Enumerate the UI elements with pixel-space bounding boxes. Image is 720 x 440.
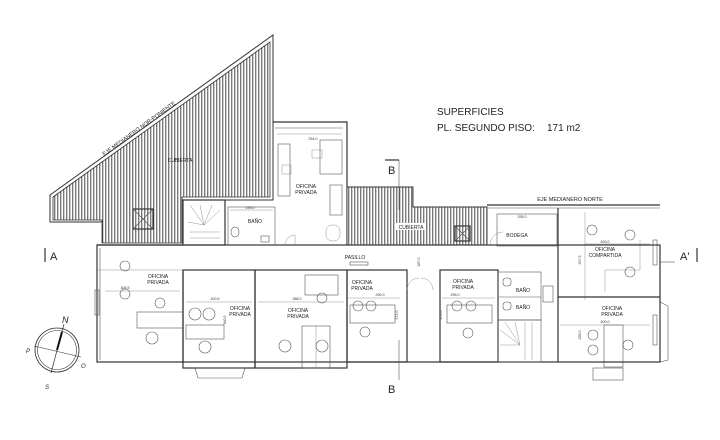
main-building: PASILLO 387.0 305.5 OFICINA PRIVADA 300.…	[94, 244, 661, 379]
toilet-icon	[502, 301, 512, 311]
dimension: 372.0	[395, 311, 399, 320]
dimension: 295.0	[518, 215, 527, 219]
compass-east: O	[81, 364, 86, 370]
dimension: 290.0	[376, 293, 385, 297]
room-label: OFICINA	[296, 184, 317, 190]
room-label: PRIVADA	[601, 312, 623, 318]
room-label: PASILLO	[345, 255, 366, 261]
upper-office-block: 254.0 OFICINA PRIVADA 195.0 BAÑO	[227, 121, 348, 246]
room-label: BAÑO	[516, 304, 530, 311]
room-label: PRIVADA	[147, 280, 169, 286]
room-label: CUBIERTA	[168, 158, 193, 164]
surfaces-summary: SUPERFICIES PL. SEGUNDO PISO: 171 m2	[437, 107, 581, 134]
section-label: A'	[680, 251, 689, 263]
dimension: 360.0	[223, 316, 227, 325]
dimension: 305.5	[121, 286, 130, 290]
sink-icon	[230, 226, 240, 238]
dimension: 388.0	[293, 297, 302, 301]
section-label: B	[388, 165, 395, 177]
toilet-icon	[502, 277, 512, 287]
floor-area: 171 m2	[547, 123, 581, 134]
section-label: B	[388, 384, 395, 396]
section-b: B B	[385, 159, 400, 396]
dimension: 400.0	[601, 320, 610, 324]
roof-nor-poniente: CUBIERTA EJE MEDIANERO NOR-PONIENTE	[49, 34, 274, 246]
room-label: PRIVADA	[287, 314, 309, 320]
room-label: CUBIERTA	[399, 225, 424, 231]
toilet-icon	[260, 235, 270, 243]
room-label: OFICINA	[352, 280, 373, 286]
floor-label: PL. SEGUNDO PISO:	[437, 123, 535, 134]
room-label: BAÑO	[248, 218, 262, 225]
skylight-icon	[132, 208, 154, 230]
room-label: OFICINA	[148, 274, 169, 280]
right-block: EJE MEDIANERO NORTE 295.0 BODEGA 400.0 3…	[487, 197, 669, 381]
skylight-icon	[454, 225, 471, 242]
compass-south: S	[45, 385, 49, 391]
compass-west: P	[26, 349, 30, 355]
roof-mid: CUBIERTA	[346, 186, 488, 246]
room-label: OFICINA	[595, 247, 616, 253]
surfaces-title: SUPERFICIES	[437, 107, 504, 118]
room-label: OFICINA	[602, 306, 623, 312]
room-label: BAÑO	[516, 287, 530, 294]
stair-upper	[182, 199, 226, 246]
room-label: PRIVADA	[351, 286, 373, 292]
dimension: 195.0	[246, 206, 255, 210]
boundary-label-norte: EJE MEDIANERO NORTE	[537, 197, 603, 203]
compass-icon: N S P O	[26, 315, 86, 391]
dimension: 372.0	[439, 311, 443, 320]
dimension: 387.0	[417, 258, 421, 267]
section-label: A	[50, 251, 58, 263]
section-a: A A'	[44, 248, 698, 263]
room-label: COMPARTIDA	[589, 253, 623, 259]
room-label: OFICINA	[230, 306, 251, 312]
dimension: 254.0	[309, 137, 318, 141]
room-label: PRIVADA	[229, 312, 251, 318]
compass-north: N	[62, 315, 69, 325]
room-label: BODEGA	[506, 233, 528, 239]
room-label: PRIVADA	[295, 190, 317, 196]
room-label: OFICINA	[453, 279, 474, 285]
dimension: 337.5	[578, 256, 582, 265]
dimension: 300.5	[211, 297, 220, 301]
room-label: PRIVADA	[452, 285, 474, 291]
dimension: 295.0	[578, 331, 582, 340]
dimension: 400.0	[601, 240, 610, 244]
dimension: 295.0	[451, 293, 460, 297]
room-label: OFICINA	[288, 308, 309, 314]
